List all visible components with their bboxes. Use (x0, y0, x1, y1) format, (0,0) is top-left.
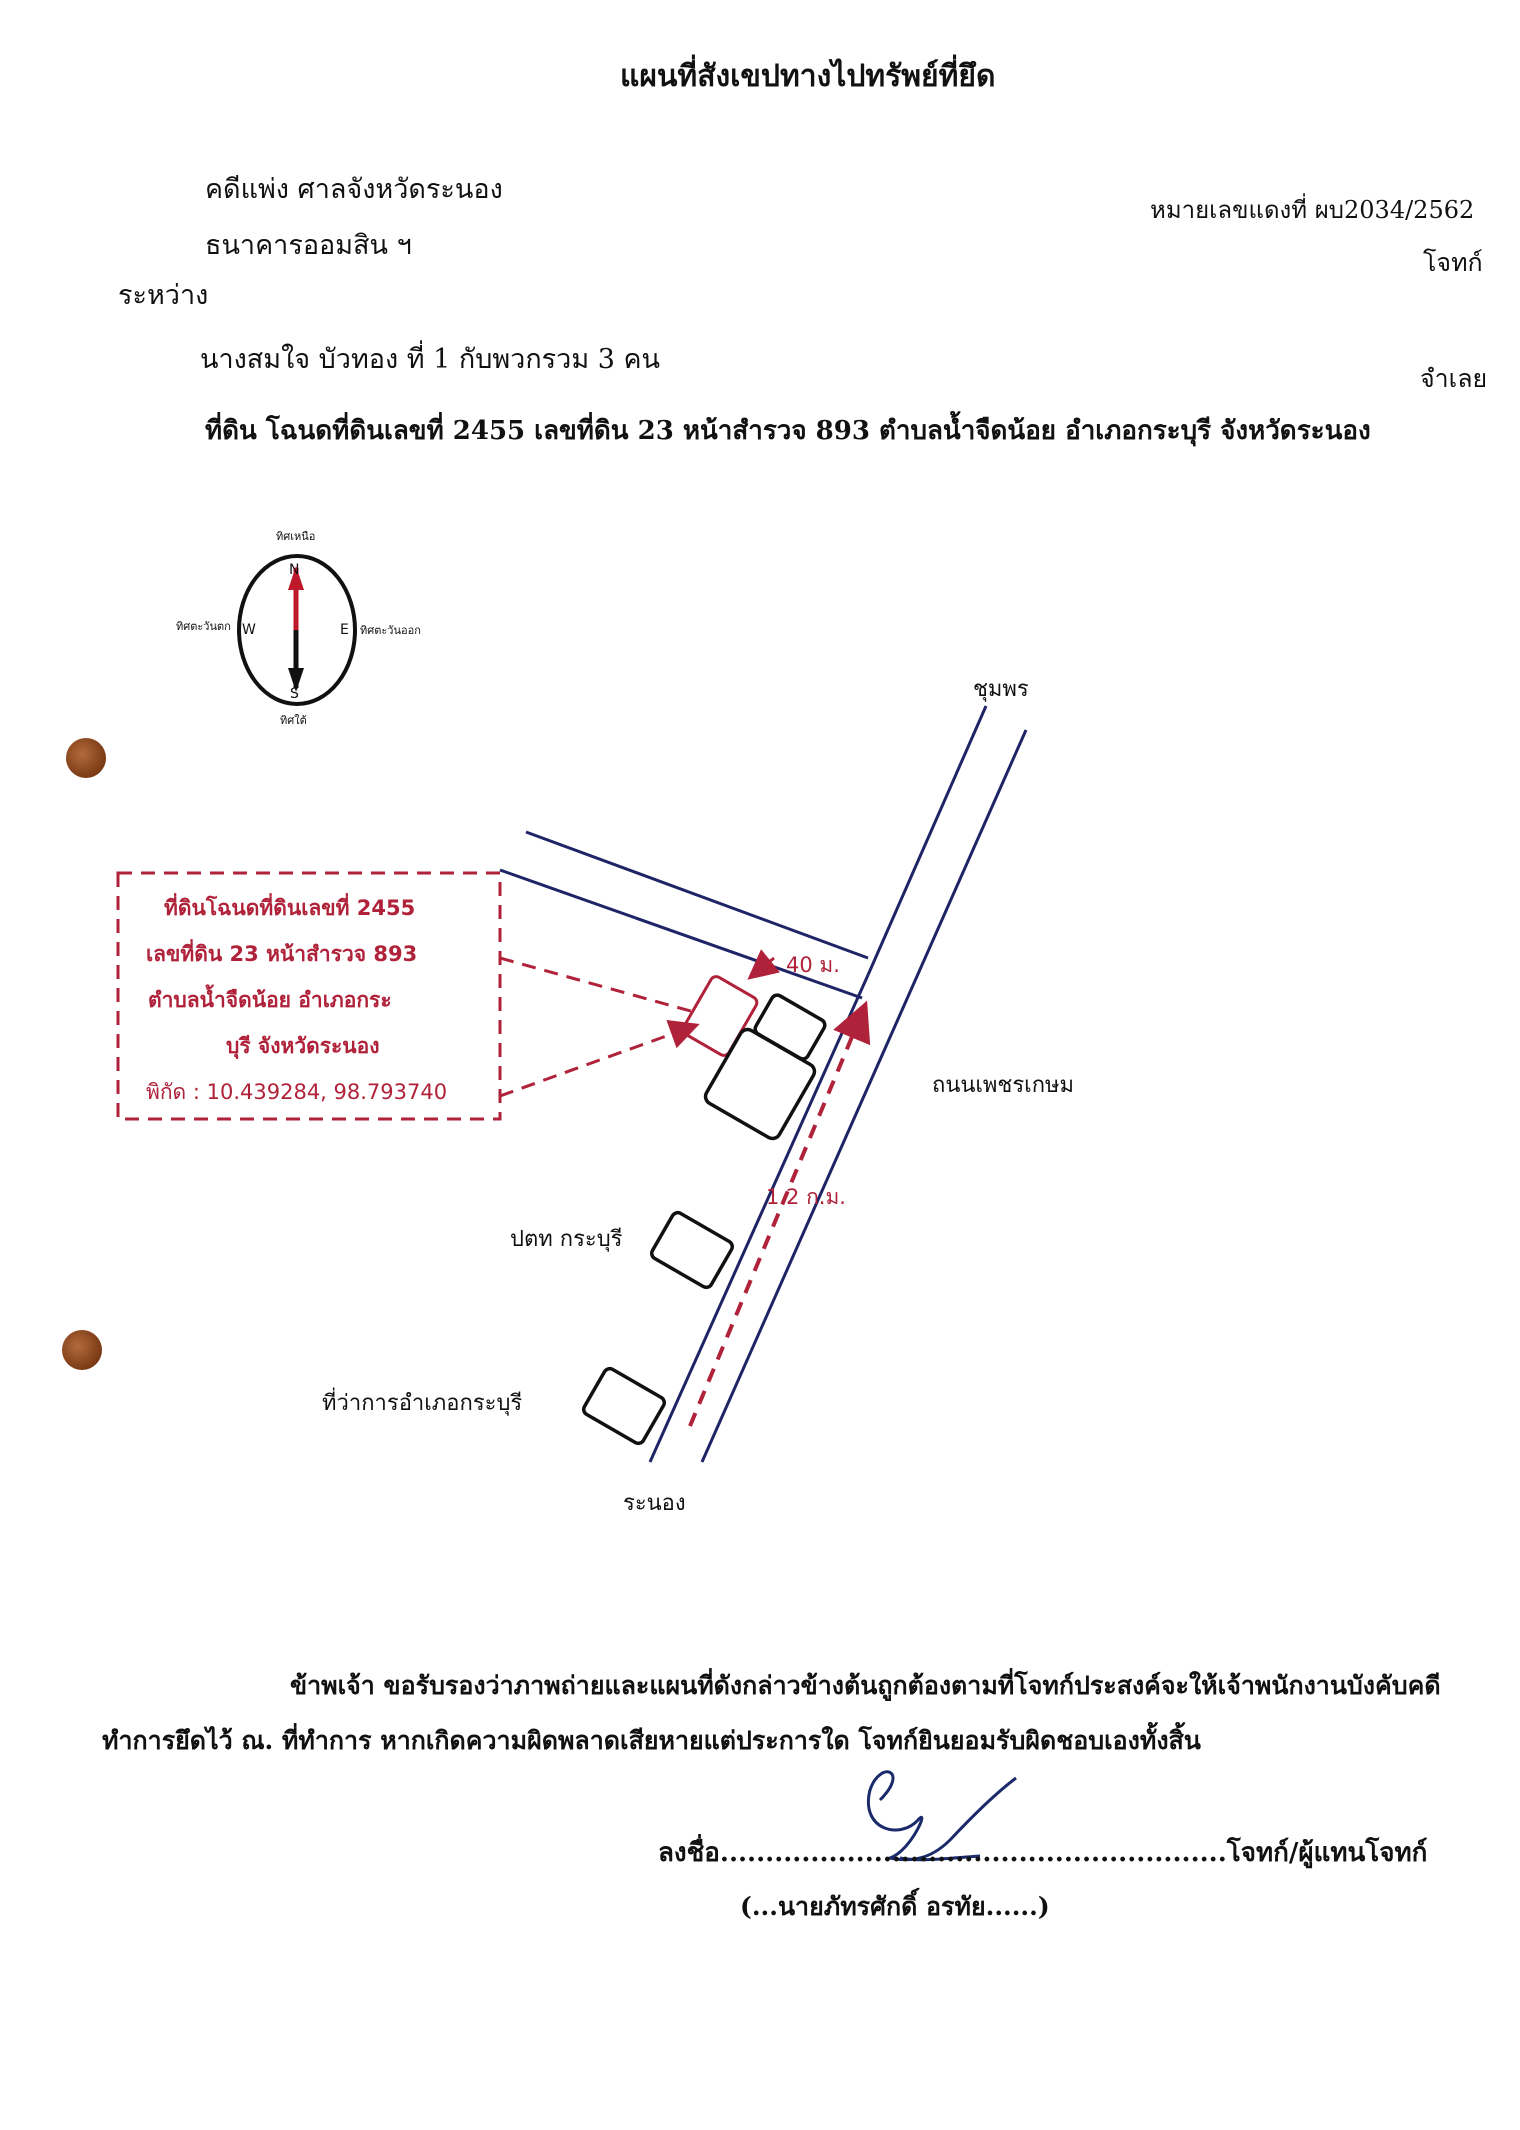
signature-line: ลงชื่อ..................................… (658, 1838, 1428, 1868)
callout-line2: เลขที่ดิน 23 หน้าสำรวจ 893 (146, 938, 417, 966)
compass-north-label: ทิศเหนือ (276, 530, 315, 543)
certification-line1: ข้าพเจ้า ขอรับรองว่าภาพถ่ายและแผนที่ดังก… (290, 1671, 1441, 1700)
certification-line2: ทำการยึดไว้ ณ. ที่ทำการ หากเกิดความผิดพล… (102, 1726, 1201, 1755)
callout-line3: ตำบลน้ำจืดน้อย อำเภอกระ (148, 984, 392, 1012)
defendant-role: จำเลย (1420, 364, 1488, 393)
callout-line4: บุรี จังหวัดระนอง (226, 1034, 380, 1060)
plaintiff-role: โจทก์ (1423, 248, 1483, 277)
compass-west-label: ทิศตะวันตก (176, 620, 231, 633)
binder-hole-top (66, 738, 106, 778)
building-outline (582, 993, 827, 1446)
distance-main-road: 1.2 ก.ม. (766, 1185, 846, 1209)
north-destination: ชุมพร (973, 677, 1029, 702)
callout-box: ที่ดินโฉนดที่ดินเลขที่ 2455 เลขที่ดิน 23… (116, 871, 700, 1121)
target-plot (681, 975, 759, 1057)
signature-mark (866, 1770, 1017, 1862)
south-destination: ระนอง (623, 1491, 686, 1516)
compass-w: W (242, 622, 256, 638)
case-line: คดีแพ่ง ศาลจังหวัดระนอง (205, 174, 503, 205)
distance-side-road: 40 ม. (786, 953, 840, 977)
land-description: ที่ดิน โฉนดที่ดินเลขที่ 2455 เลขที่ดิน 2… (205, 416, 1371, 446)
red-case-number: หมายเลขแดงที่ ผบ2034/2562 (1150, 196, 1475, 224)
route-arrow (688, 949, 871, 1427)
compass-south-label: ทิศใต้ (280, 714, 307, 727)
compass-east-label: ทิศตะวันออก (360, 624, 421, 637)
between-label: ระหว่าง (118, 280, 209, 311)
road-name: ถนนเพชรเกษม (932, 1073, 1074, 1098)
document-title: แผนที่สังเขปทางไปทรัพย์ที่ยึด (620, 59, 996, 94)
compass-icon: N S E W ทิศเหนือ ทิศใต้ ทิศตะวันออก ทิศต… (176, 530, 421, 727)
road-lines (499, 705, 1028, 1463)
callout-line1: ที่ดินโฉนดที่ดินเลขที่ 2455 (164, 892, 415, 920)
binder-hole-bottom (62, 1330, 102, 1370)
compass-n: N (289, 562, 299, 578)
landmark-ptt: ปตท กระบุรี (510, 1227, 623, 1252)
compass-s: S (290, 686, 299, 702)
compass-e: E (340, 622, 349, 638)
signer-name: (...นายภัทรศักดิ์ อรทัย......) (740, 1892, 1050, 1921)
landmark-district-office: ที่ว่าการอำเภอกระบุรี (322, 1387, 522, 1416)
plaintiff-name: ธนาคารออมสิน ฯ (205, 230, 412, 261)
callout-coordinates: พิกัด : 10.439284, 98.793740 (146, 1080, 447, 1104)
defendant-name: นางสมใจ บัวทอง ที่ 1 กับพวกรวม 3 คน (200, 344, 661, 375)
